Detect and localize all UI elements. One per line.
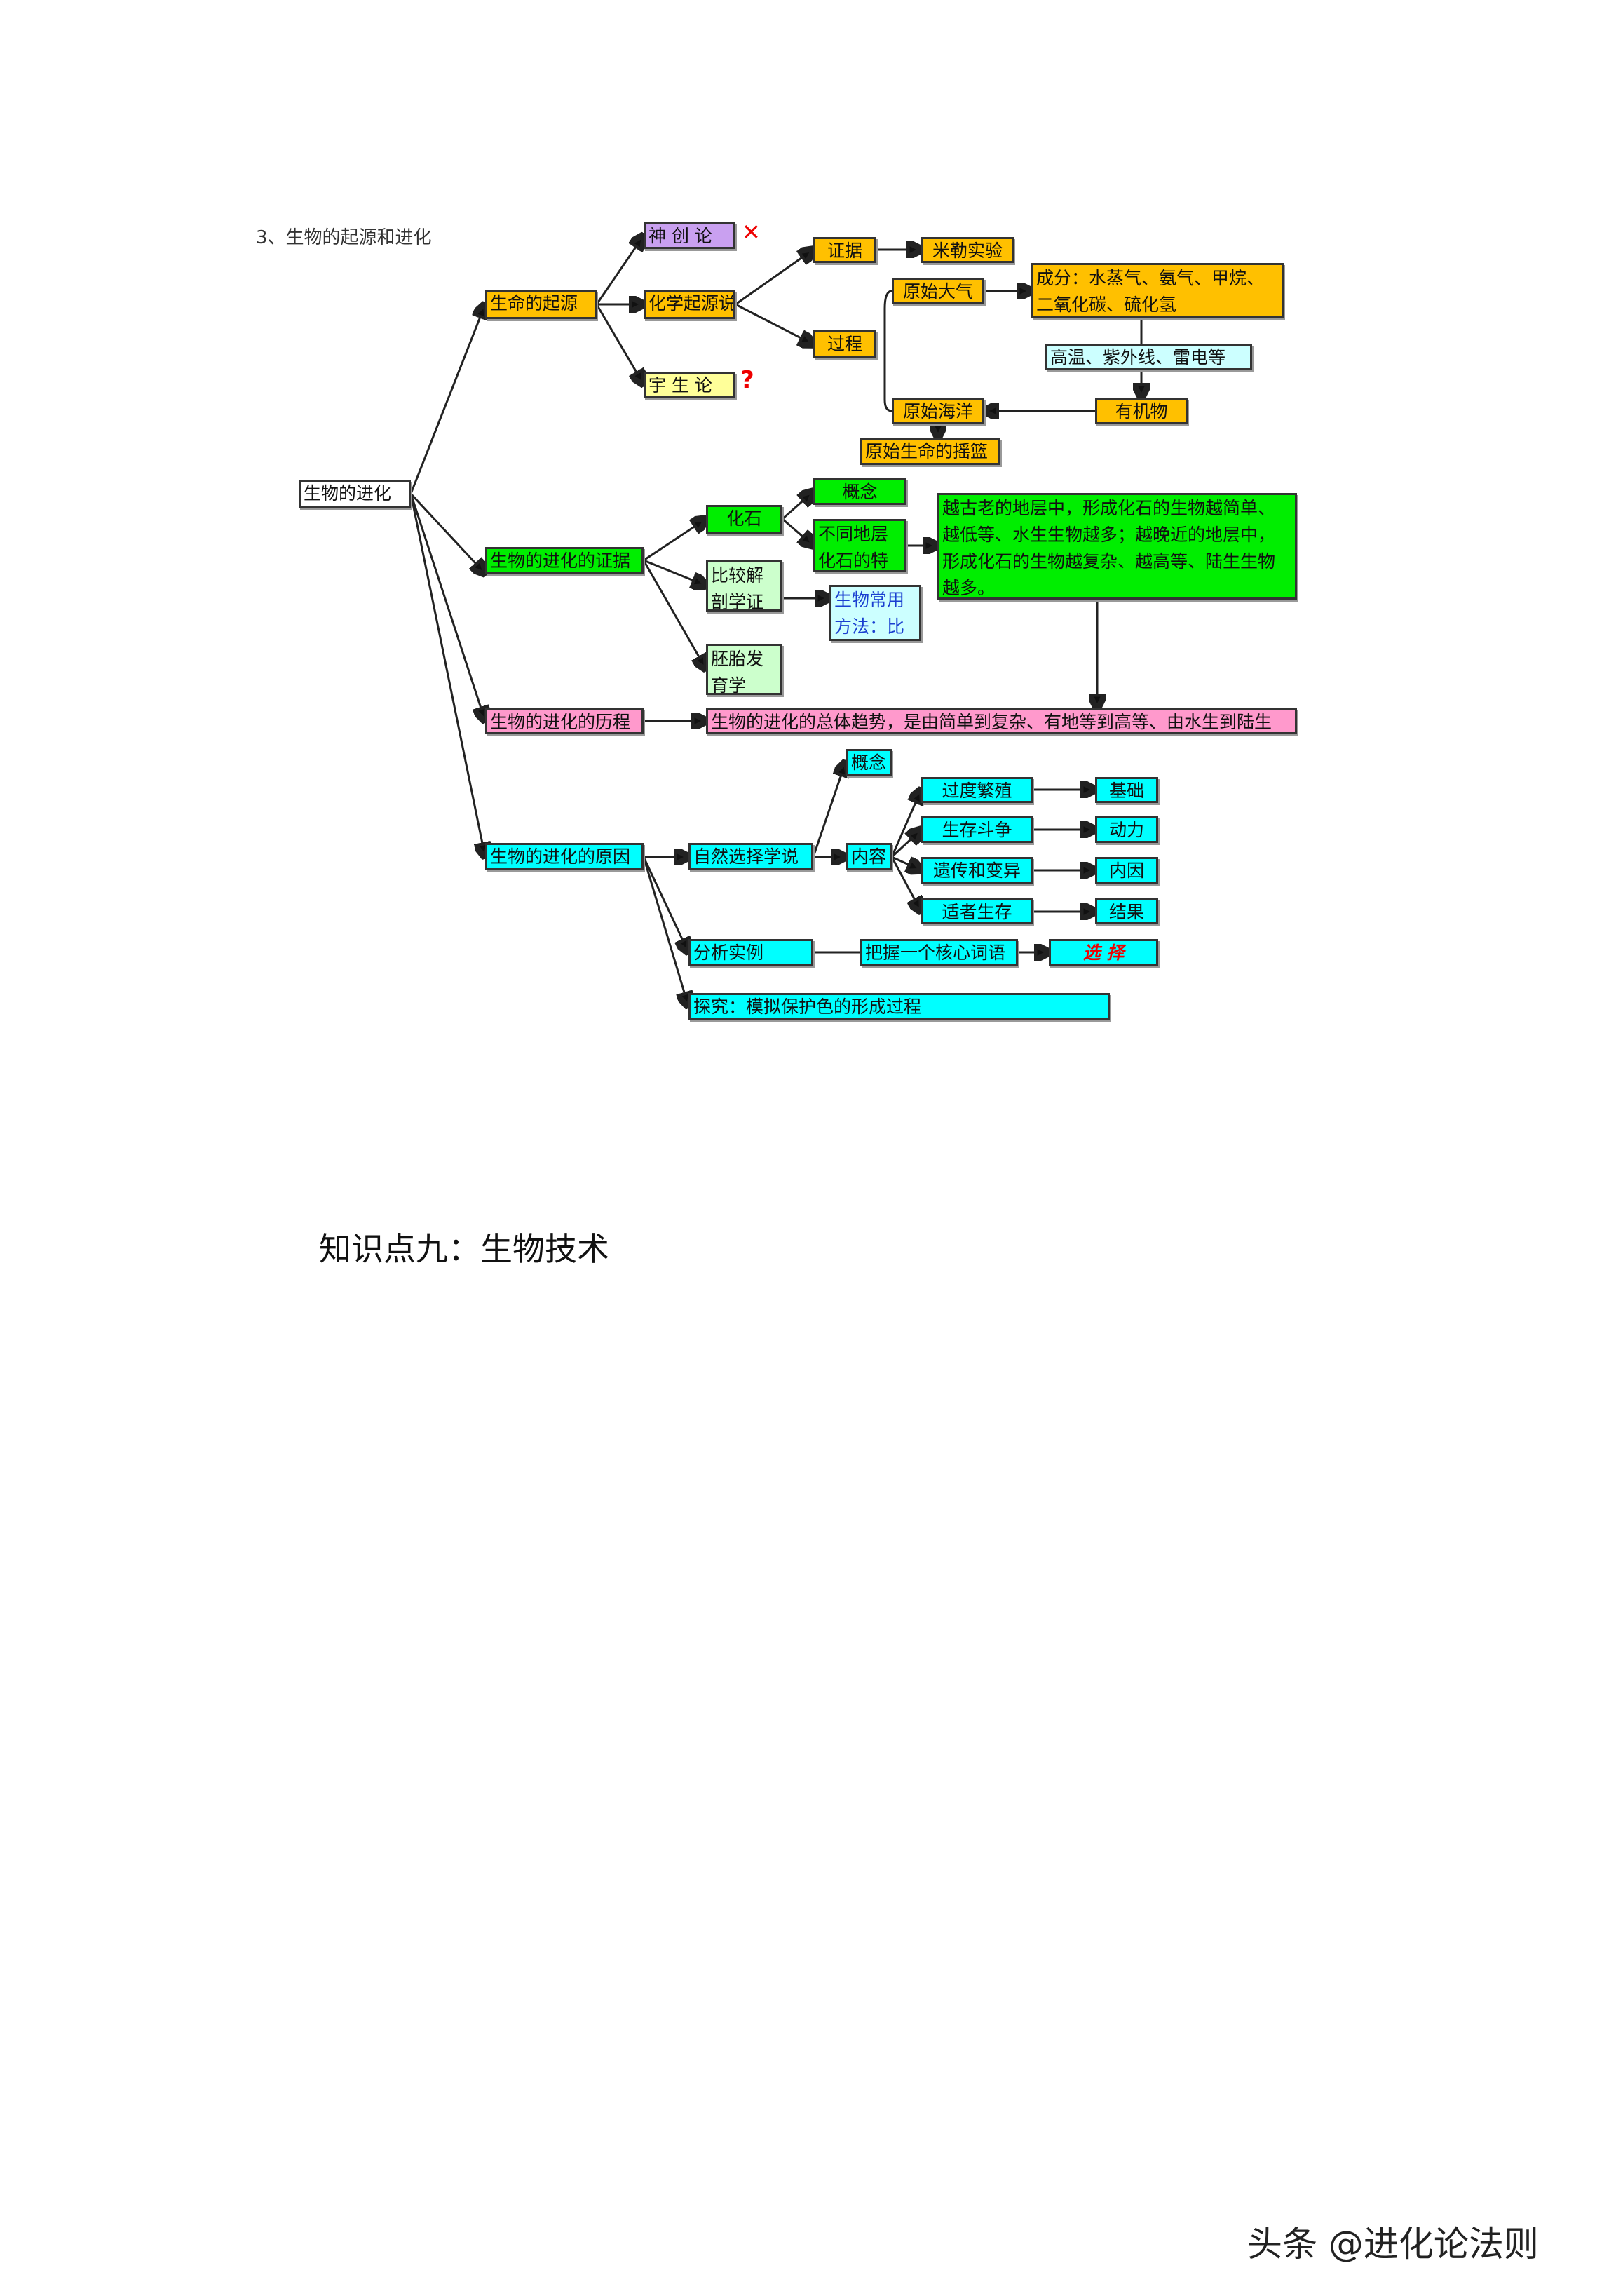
role-node: 内因 — [1095, 857, 1158, 884]
chemical-origin-node: 化学起源说 — [644, 290, 735, 319]
components-node: 成分：水蒸气、氨气、甲烷、二氧化碳、硫化氢 — [1031, 263, 1284, 318]
explore-node: 探究：模拟保护色的形成过程 — [688, 993, 1110, 1020]
root-node: 生物的进化 — [299, 480, 411, 508]
evidence-evolution-node: 生物的进化的证据 — [485, 547, 644, 574]
item-node: 遗传和变异 — [921, 857, 1033, 884]
cradle-node: 原始生命的摇篮 — [860, 438, 1000, 465]
content-node: 内容 — [846, 843, 892, 870]
role-node: 结果 — [1095, 898, 1158, 924]
connectors — [409, 0, 1623, 1052]
strata-detail-node: 越古老的地层中，形成化石的生物越简单、越低等、水生生物越多；越晚近的地层中，形成… — [937, 493, 1297, 600]
theory-node: 自然选择学说 — [688, 843, 813, 870]
watermark: 头条 @进化论法则 — [1247, 2224, 1539, 2264]
item-node: 过度繁殖 — [921, 777, 1033, 803]
wrong-mark-icon: ✕ — [742, 219, 761, 245]
cosmic-origin-node: 宇 生 论 — [644, 372, 735, 398]
section-heading: 知识点九：生物技术 — [319, 1230, 609, 1268]
organic-node: 有机物 — [1095, 398, 1188, 424]
history-node: 生物的进化的历程 — [485, 708, 644, 734]
evidence-node: 证据 — [813, 237, 876, 263]
embryo-node: 胚胎发育学 — [706, 644, 782, 695]
ocean-node: 原始海洋 — [892, 398, 984, 424]
section-title: 3、生物的起源和进化 — [256, 227, 432, 248]
item-node: 适者生存 — [921, 898, 1033, 924]
cause-concept-node: 概念 — [846, 749, 892, 776]
fossil-concept-node: 概念 — [813, 478, 906, 505]
method-node: 生物常用方法：比较 — [829, 585, 921, 641]
strata-node: 不同地层化石的特点 — [813, 519, 906, 572]
cause-node: 生物的进化的原因 — [485, 843, 644, 870]
trend-node: 生物的进化的总体趋势，是由简单到复杂、有地等到高等、由水生到陆生 — [706, 708, 1297, 734]
example-node: 分析实例 — [688, 939, 813, 966]
anatomy-node: 比较解剖学证据 — [706, 560, 782, 612]
keyword-node: 选 择 — [1049, 939, 1158, 966]
keyword-hint-node: 把握一个核心词语 — [860, 939, 1018, 966]
role-node: 基础 — [1095, 777, 1158, 803]
atmosphere-node: 原始大气 — [892, 278, 984, 304]
fossil-node: 化石 — [706, 505, 782, 534]
creationism-node: 神 创 论 — [644, 222, 735, 249]
item-node: 生存斗争 — [921, 816, 1033, 843]
miller-node: 米勒实验 — [921, 237, 1014, 263]
origin-node: 生命的起源 — [485, 290, 597, 319]
role-node: 动力 — [1095, 816, 1158, 843]
conditions-node: 高温、紫外线、雷电等 — [1045, 344, 1252, 370]
question-mark-icon: ? — [740, 366, 754, 394]
process-node: 过程 — [813, 330, 876, 358]
